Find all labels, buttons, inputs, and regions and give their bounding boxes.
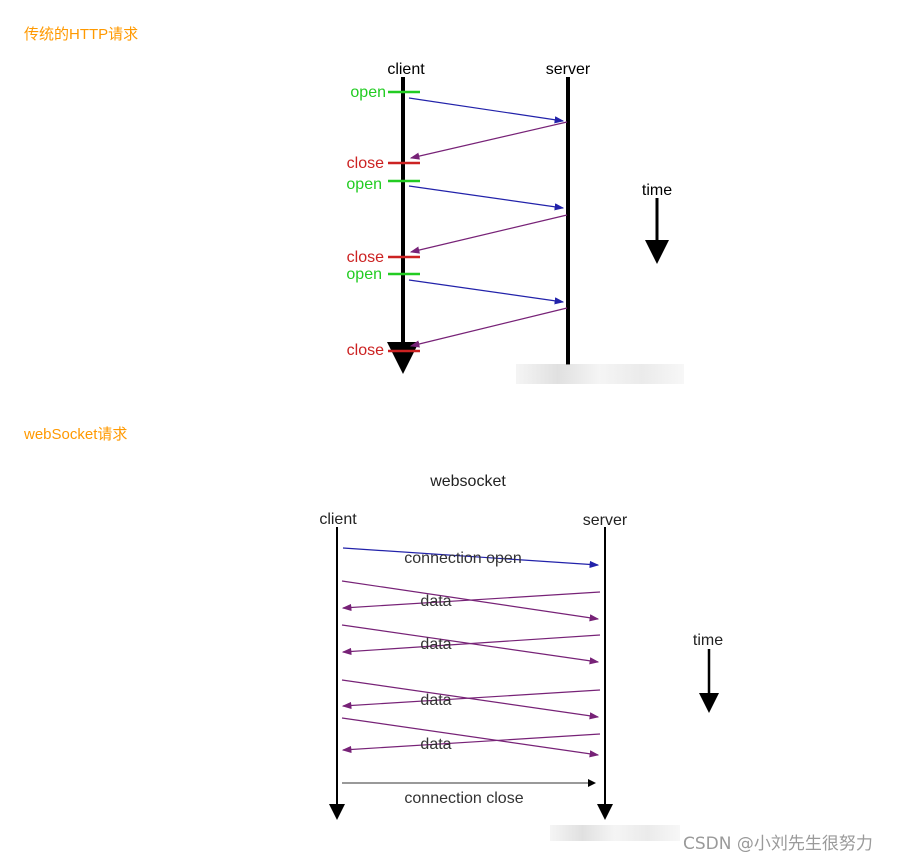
time-label: time — [642, 182, 672, 199]
close-label: close — [347, 249, 384, 266]
websocket-diagram: websocket client server connection open … — [319, 473, 723, 820]
websocket-title: websocket — [429, 473, 506, 490]
open-label: open — [346, 266, 382, 283]
http-diagram: client server open close open close open… — [346, 61, 672, 374]
connection-open-arrow — [342, 547, 600, 569]
open-label: open — [346, 176, 382, 193]
response-arrow — [409, 214, 568, 254]
server-label: server — [583, 512, 628, 529]
request-arrow — [408, 185, 565, 211]
close-label: close — [347, 155, 384, 172]
request-arrow — [408, 97, 565, 124]
data-arrow-to-client — [341, 634, 601, 656]
watermark: CSDN @小刘先生很努力 — [683, 834, 873, 854]
data-label: data — [420, 692, 451, 709]
server-label: server — [546, 61, 591, 78]
client-label: client — [319, 511, 357, 528]
data-label: data — [420, 736, 451, 753]
watermark-blur — [550, 825, 680, 841]
data-arrow-to-client — [341, 733, 601, 754]
websocket-heading: webSocket请求 — [24, 426, 128, 443]
close-label: close — [347, 342, 384, 359]
connection-open-label: connection open — [404, 550, 521, 567]
data-arrow-to-client — [341, 591, 601, 612]
data-arrow-to-server — [341, 717, 600, 758]
connection-close-label: connection close — [404, 790, 523, 807]
watermark-blur — [516, 364, 684, 384]
data-label: data — [420, 593, 451, 610]
data-label: data — [420, 636, 451, 653]
response-arrow — [409, 307, 568, 348]
data-arrow-to-client — [341, 689, 601, 710]
open-label: open — [350, 84, 386, 101]
client-label: client — [387, 61, 425, 78]
http-heading: 传统的HTTP请求 — [24, 26, 139, 43]
request-arrow — [408, 279, 565, 305]
response-arrow — [409, 121, 568, 160]
time-label: time — [693, 632, 723, 649]
